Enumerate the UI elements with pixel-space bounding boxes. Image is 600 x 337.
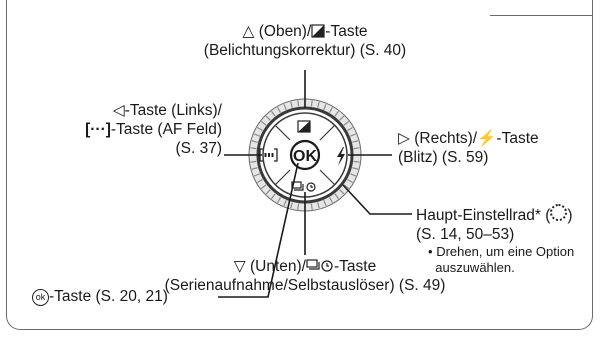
down-arrow-icon: ▽: [233, 258, 246, 275]
dial-ridge: [251, 167, 258, 170]
dial-ridge: [261, 121, 267, 126]
dial-ridge: [290, 101, 293, 108]
main-dial-note: • Drehen, um eine Option auszuwählen.: [428, 244, 575, 275]
dial-ridge: [297, 100, 300, 107]
dial-ridge: [334, 111, 339, 117]
dial-ridge: [350, 133, 357, 137]
note-bullet: •: [428, 244, 433, 259]
dial-ridge: [253, 133, 260, 137]
dial-ridge: [328, 107, 334, 113]
main-dial-label: Haupt-Einstellrad* () (S. 14, 50–53): [416, 204, 596, 244]
down-button-description: (Serienaufnahme/Selbstauslöser) (S. 49): [164, 277, 446, 294]
left-button-label: ◁-Taste (Links)/ [···]-Taste (AF Feld) (…: [85, 102, 222, 157]
dial-ridge: [328, 197, 334, 203]
dial-ridge: [323, 200, 327, 207]
dial-ridge: [253, 173, 260, 177]
dial-ridge: [343, 121, 349, 126]
dial-ridge: [271, 111, 276, 117]
right-arrow-icon: ▷: [398, 130, 410, 147]
exposure-compensation-icon: [311, 24, 325, 38]
dial-ridge: [250, 147, 257, 150]
dial-ridge: [353, 160, 360, 163]
dial-ridge: [353, 147, 360, 150]
up-button-description: (Belichtungskorrektur) (S. 40): [203, 42, 407, 59]
left-button-page: (S. 37): [175, 140, 222, 157]
dial-ridge: [347, 126, 353, 132]
dial-ridge: [352, 167, 359, 170]
diagram-frame: [6, 0, 593, 330]
ok-icon: ok: [32, 289, 49, 306]
page-corner-border: [490, 0, 593, 16]
dial-ridge: [343, 184, 349, 189]
dial-ridge: [297, 203, 300, 210]
dial-ridge: [339, 115, 345, 121]
dial-ridge: [283, 103, 287, 110]
exposure-compensation-icon: [297, 120, 311, 133]
dial-ridge: [271, 193, 276, 199]
left-arrow-icon: ◁: [112, 102, 125, 119]
dial-ridge: [257, 126, 263, 132]
dial-ridge: [310, 100, 313, 107]
up-arrow-icon: △: [242, 23, 255, 40]
dial-ridge: [347, 178, 353, 184]
dial-ridge: [350, 173, 357, 177]
dial-ridge: [317, 101, 320, 108]
ok-button-caption: ok-Taste (S. 20, 21): [32, 287, 168, 306]
main-dial-pages: (S. 14, 50–53): [416, 226, 515, 243]
dial-ridge: [250, 160, 257, 163]
dial-ridge: [290, 202, 293, 209]
dial-ridge: [276, 107, 282, 113]
dial-ridge: [265, 115, 271, 121]
dial-ridge: [261, 184, 267, 189]
dial-ridge: [317, 202, 320, 209]
dial-ridge: [257, 178, 263, 184]
leader-ok: [218, 162, 299, 298]
down-button-label: ▽ (Unten)/-Taste (Serienaufnahme/Selbsta…: [164, 258, 446, 294]
ok-button-label: OK: [293, 148, 317, 165]
dial-ridge: [334, 193, 339, 199]
flash-icon: ⚡: [477, 130, 497, 147]
leader-dial: [342, 184, 412, 215]
drive-selftimer-icon: [291, 181, 316, 192]
dial-ridge: [352, 140, 359, 143]
dial-ridge: [283, 200, 287, 207]
dial-ridge: [323, 103, 327, 110]
dial-ridge: [339, 189, 345, 195]
dial-ridge: [310, 203, 313, 210]
dial-ridge: [265, 189, 271, 195]
af-area-icon: [···]: [85, 121, 111, 138]
dial-icon: [550, 204, 568, 221]
right-button-description: (Blitz) (S. 59): [398, 149, 489, 166]
drive-selftimer-icon: [306, 259, 333, 272]
dial-ridge: [251, 140, 258, 143]
dial-ridge: [276, 197, 282, 203]
ok-button[interactable]: OK: [289, 139, 321, 171]
right-button-label: ▷ (Rechts)/⚡-Taste (Blitz) (S. 59): [398, 130, 539, 166]
flash-icon: [337, 147, 345, 166]
up-button-label: △ (Oben)/-Taste (Belichtungskorrektur) (…: [203, 23, 407, 59]
